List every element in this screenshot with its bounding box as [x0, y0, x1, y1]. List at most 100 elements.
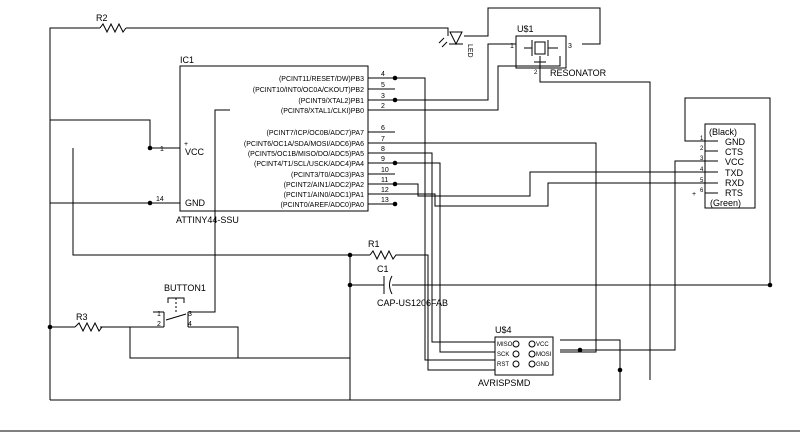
avrisp-pin-label: GND [536, 362, 550, 368]
junction-dot [577, 347, 583, 353]
r3-resistor: R3 [74, 312, 103, 333]
ic1-pin-number: 2 [381, 103, 385, 110]
net-r2-led [49, 7, 601, 400]
r1-name: R1 [368, 239, 380, 249]
junctions [47, 75, 773, 373]
junction-dot [47, 324, 53, 330]
ic1-pin-number: 12 [381, 187, 389, 194]
junction-dot [392, 160, 398, 166]
avrisp-pin-label: SCK [497, 352, 509, 358]
resonator-crystal [534, 41, 546, 55]
junction-dot [392, 201, 398, 207]
ic1-pin-number: 11 [381, 177, 388, 184]
ftdi-pin-label: VCC [725, 157, 745, 167]
ic1-vcc-pin: 1 [160, 146, 164, 153]
avrisp-pad [512, 340, 520, 348]
ic1-pin-number: 8 [381, 146, 385, 153]
ic1-body [179, 65, 369, 212]
r2-zigzag [99, 22, 127, 34]
resonator-pin: 3 [568, 43, 572, 50]
junction-dot [147, 200, 153, 206]
ic1-vcc-label: VCC [185, 147, 205, 157]
avrisp-name: U$4 [495, 325, 512, 335]
ftdi-plus: + [692, 191, 696, 198]
r3-name: R3 [76, 312, 88, 322]
ftdi-body [704, 123, 756, 209]
ic1-pin-number: 4 [381, 71, 385, 78]
resonator-component: U$1 1 3 2 RESONATOR [510, 24, 607, 78]
ftdi-pin-label: RTS [725, 188, 743, 198]
ic1-value: ATTINY44-SSU [176, 215, 239, 225]
led-arrow [441, 41, 448, 48]
avrisp-pad [528, 340, 536, 348]
ftdi-pin-label: GND [725, 137, 746, 147]
net-bottom-loop [50, 339, 621, 401]
junction-dot [147, 145, 153, 151]
r1-zigzag [369, 249, 398, 261]
avrisp-value: AVRISPSMD [478, 378, 531, 388]
ic1-pin-label: (PCINT3/T0/ADC3)PA3 [291, 172, 364, 179]
net-reset [395, 77, 495, 361]
button1-pin: 1 [157, 311, 161, 318]
net-miso [395, 152, 495, 343]
net-mosi [395, 142, 597, 353]
ic1-pin-label: (PCINT2/AIN1/ADC2)PA2 [284, 182, 364, 189]
net-ftdi-vcc [560, 160, 710, 351]
ic1-pin-number: 13 [381, 197, 389, 204]
resonator-name: U$1 [517, 24, 534, 34]
ic1-gnd-pin: 14 [156, 196, 164, 203]
button1-pin: 4 [188, 321, 192, 328]
r2-resistor: R2 [96, 13, 127, 34]
button1-component: BUTTON1 1 2 3 4 [153, 283, 206, 328]
r2-name: R2 [96, 13, 108, 23]
ic1-component: IC1 ATTINY44-SSU + VCC GND 1 14 (PCINT11… [156, 55, 389, 225]
avrisp-header: U$4 AVRISPSMD MISO SCK RST VCC MOSI GND [478, 325, 554, 388]
ftdi-pin-number: 1 [700, 136, 704, 142]
led-name: LED [466, 44, 473, 58]
ftdi-bottom-label: (Green) [710, 198, 741, 208]
r3-zigzag [74, 321, 103, 333]
ic1-pin-number: 10 [381, 167, 389, 174]
junction-dot [392, 75, 398, 81]
resonator-value: RESONATOR [550, 68, 607, 78]
ftdi-pin-label: RXD [725, 178, 745, 188]
avrisp-pin-label: MOSI [536, 352, 552, 358]
net-sck [395, 162, 495, 353]
button1-name: BUTTON1 [164, 283, 206, 293]
led-component: LED [438, 31, 473, 58]
avrisp-pad [528, 360, 536, 368]
ic1-pin-label: (PCINT4/T1/SCL/USCK/ADC4)PA4 [254, 161, 364, 168]
button1-pin: 2 [157, 321, 161, 328]
button1-contact [165, 313, 187, 321]
ftdi-pin-label: TXD [725, 168, 744, 178]
ic1-pin-stubs [368, 77, 395, 205]
ic1-pin-label: (PCINT8/XTAL1/CLKI)PB0 [281, 108, 364, 115]
junction-dot [347, 282, 353, 288]
ic1-pin-label: (PCINT11/RESET/DW)PB3 [279, 76, 364, 83]
ftdi-pin-number: 2 [700, 146, 704, 152]
ic1-pin-label: (PCINT1/AIN0/ADC1)PA1 [284, 192, 364, 199]
ic1-pin-label: (PCINT6/OC1A/SDA/MOSI/ADC6)PA6 [244, 141, 364, 148]
junction-dot [392, 97, 398, 103]
ftdi-pin-number: 5 [700, 178, 704, 184]
resonator-pin: 2 [534, 70, 538, 76]
ftdi-pin-number: 6 [700, 188, 704, 194]
avrisp-pad [512, 350, 520, 358]
resonator-pin: 1 [510, 43, 514, 50]
avrisp-pin-label: MISO [497, 342, 513, 348]
r1-resistor: R1 [368, 239, 398, 261]
net-res-gnd [539, 56, 651, 380]
button1-pin: 3 [188, 311, 192, 318]
ic1-pin-number: 3 [381, 93, 385, 100]
ic1-name: IC1 [180, 55, 194, 65]
junction-dot [767, 282, 773, 288]
wires [0, 7, 800, 432]
ftdi-pin-number: 3 [700, 156, 704, 162]
c1-name: C1 [377, 264, 389, 274]
ic1-pin-number: 7 [381, 136, 385, 143]
ic1-pin-label: (PCINT0/AREF/ADC0)PA0 [281, 202, 365, 209]
ftdi-header: (Black) GND CTS VCC TXD RXD RTS (Green) … [692, 123, 756, 209]
avrisp-pad [512, 360, 520, 368]
ftdi-top-label: (Black) [709, 127, 737, 137]
